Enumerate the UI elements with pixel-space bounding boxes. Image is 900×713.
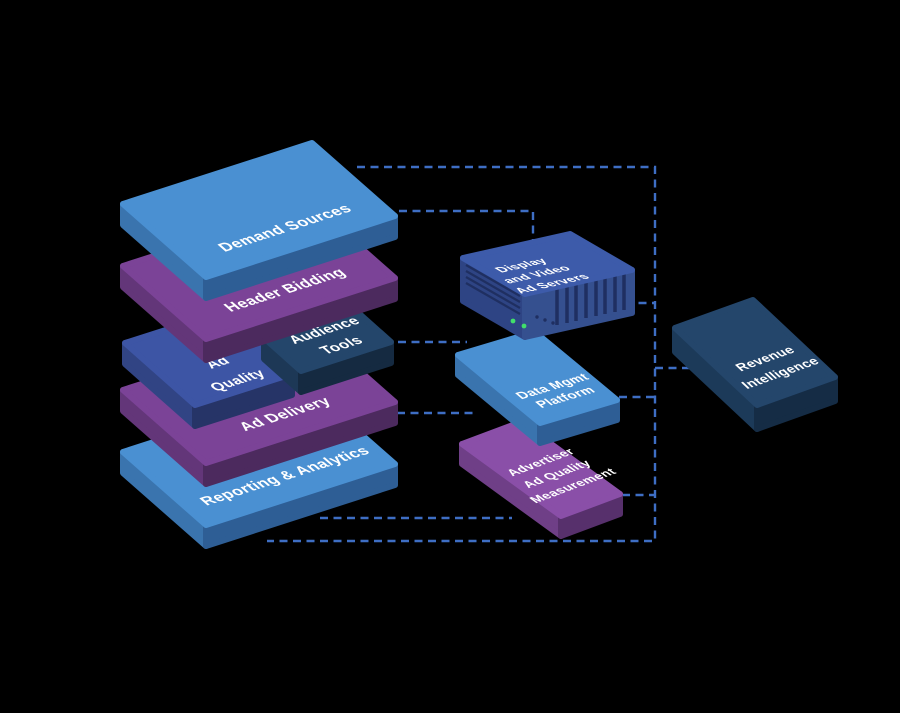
tile-top [459, 419, 623, 519]
server-display-video-ad-servers: Displayand VideoAd Servers [460, 231, 635, 340]
server-label: Displayand VideoAd Servers [480, 253, 594, 295]
tile-top [455, 329, 620, 426]
tile-data-mgmt-platform: Data MgmtPlatform [455, 329, 620, 446]
server-vent-slots [465, 264, 626, 325]
tile-top [672, 297, 838, 408]
tile-advertiser-ad-quality-measurement: AdvertiserAd QualityMeasurement [459, 419, 623, 539]
plate-top [120, 140, 398, 280]
connector-top-right-loop [267, 165, 657, 543]
connector-demand-to-adservers [399, 209, 535, 247]
tile-revenue-intelligence: RevenueIntelligence [672, 297, 838, 432]
connectors [267, 165, 691, 543]
server-port-dots [535, 315, 555, 325]
plate-demand-sources: Demand Sources [120, 140, 398, 301]
server-top [460, 231, 635, 297]
server-led-lights [510, 318, 527, 329]
